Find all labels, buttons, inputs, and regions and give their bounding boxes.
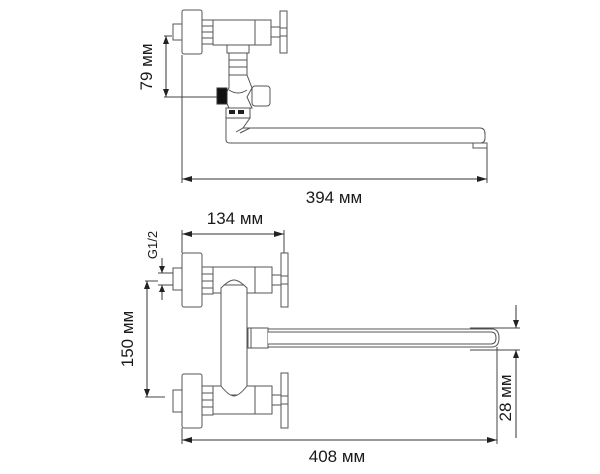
dim-134: 134 мм bbox=[181, 209, 285, 253]
top-aerator bbox=[472, 142, 488, 149]
top-body-right bbox=[254, 19, 272, 46]
top-body bbox=[212, 19, 256, 46]
front-upper-body bbox=[212, 266, 256, 294]
dim-150: 150 мм bbox=[118, 280, 165, 398]
front-lower-handle bbox=[181, 373, 203, 429]
label-150mm: 150 мм bbox=[118, 311, 137, 367]
front-lower-stub bbox=[172, 389, 183, 413]
front-upper-handle bbox=[181, 252, 203, 308]
front-lower-body bbox=[212, 385, 256, 415]
label-394mm: 394 мм bbox=[306, 188, 362, 207]
label-g12: G1/2 bbox=[145, 231, 160, 259]
dim-79: 79 мм bbox=[137, 35, 217, 98]
front-view bbox=[172, 252, 500, 429]
top-spout bbox=[225, 117, 486, 144]
dim-28: 28 мм bbox=[470, 305, 520, 438]
dim-g12: G1/2 bbox=[145, 231, 173, 300]
top-view bbox=[172, 9, 488, 149]
top-black-plug bbox=[216, 87, 228, 105]
label-79mm: 79 мм bbox=[137, 43, 156, 90]
dim-408: 408 мм bbox=[181, 347, 498, 466]
label-408mm: 408 мм bbox=[309, 447, 365, 466]
top-diverter-knob bbox=[251, 85, 271, 107]
top-left-handle bbox=[181, 9, 203, 55]
label-28mm: 28 мм bbox=[496, 374, 515, 421]
front-upper-stub bbox=[172, 267, 183, 291]
top-right-stem bbox=[270, 26, 281, 38]
dim-394: 394 мм bbox=[181, 55, 488, 207]
front-column bbox=[220, 284, 248, 396]
top-left-stub bbox=[172, 23, 183, 41]
label-134mm: 134 мм bbox=[207, 209, 263, 228]
